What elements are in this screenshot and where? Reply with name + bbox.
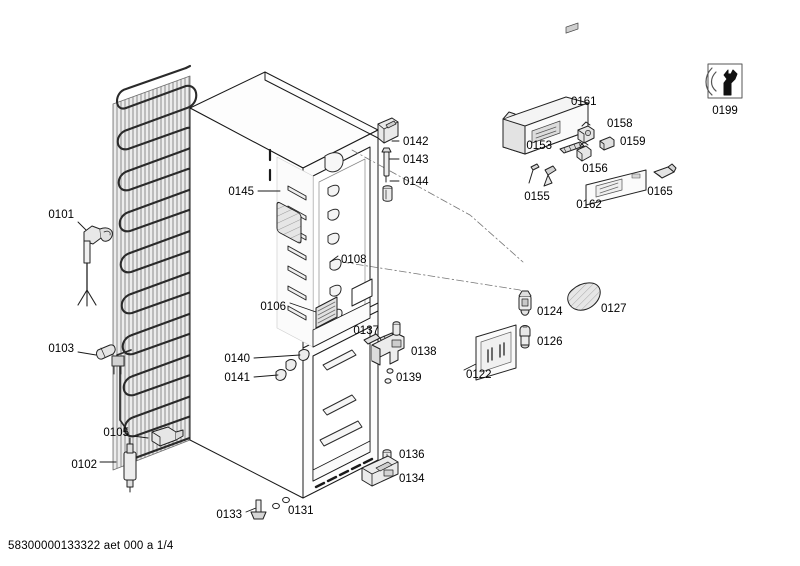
part-0144-shape-top — [382, 185, 393, 202]
part-0124-shape — [518, 290, 532, 316]
part-0143-shape — [381, 147, 392, 183]
assembly-axis — [341, 149, 526, 300]
part-0105-shape — [151, 426, 184, 447]
part-0133-shape — [250, 499, 267, 520]
sheet-footer-text: 58300000133322 aet 000 a 1/4 — [8, 540, 174, 552]
callout-label-0133: 0133 — [216, 509, 242, 521]
callout-label-0136: 0136 — [399, 449, 425, 461]
callout-label-0137: 0137 — [353, 325, 379, 337]
part-0161-shape — [502, 22, 589, 155]
callout-label-0162: 0162 — [576, 199, 602, 211]
callout-labels: 0101 0102 0103 0105 0106 0108 0122 0124 … — [48, 96, 737, 521]
part-0134-shape — [361, 455, 399, 487]
callout-label-0165: 0165 — [647, 186, 673, 198]
part-0159-shape — [599, 136, 615, 151]
part-0102-shape — [123, 437, 137, 493]
callout-label-0141: 0141 — [224, 372, 250, 384]
part-0106-shape — [315, 278, 373, 329]
callout-label-0102: 0102 — [71, 459, 97, 471]
callout-label-0199: 0199 — [712, 105, 738, 117]
callout-label-0124: 0124 — [537, 306, 563, 318]
callout-label-0139: 0139 — [396, 372, 422, 384]
callout-label-0145: 0145 — [228, 186, 254, 198]
part-0165-shape — [653, 163, 677, 179]
part-0158-shape — [577, 121, 595, 144]
callout-label-0127: 0127 — [601, 303, 627, 315]
callout-label-0142: 0142 — [403, 136, 429, 148]
part-0145-shape — [276, 201, 302, 244]
part-0144-shape-mid — [392, 321, 401, 336]
callout-label-0143: 0143 — [403, 154, 429, 166]
part-0126-shape — [519, 325, 531, 349]
part-0156-shape — [576, 141, 592, 162]
part-0140-0141-shapes — [275, 349, 310, 381]
callout-label-0105: 0105 — [103, 427, 129, 439]
callout-label-0126: 0126 — [537, 336, 563, 348]
callout-label-0144: 0144 — [403, 176, 429, 188]
callout-label-0161: 0161 — [571, 96, 597, 108]
callout-label-0134: 0134 — [399, 473, 425, 485]
part-0139-shape — [384, 368, 394, 384]
callout-label-0155: 0155 — [524, 191, 550, 203]
callout-label-0122: 0122 — [466, 369, 492, 381]
callout-label-0140: 0140 — [224, 353, 250, 365]
part-0101-shape — [77, 225, 113, 307]
callout-label-0131: 0131 — [288, 505, 314, 517]
part-0142-shape — [377, 117, 399, 144]
part-0155-shape — [528, 163, 557, 187]
callout-label-0103: 0103 — [48, 343, 74, 355]
callout-label-0156: 0156 — [582, 163, 608, 175]
part-0122-shape — [475, 324, 517, 381]
condenser-outlet-tube — [111, 349, 132, 431]
part-0103-shape — [96, 344, 116, 360]
callout-label-0106: 0106 — [260, 301, 286, 313]
callout-label-0158: 0158 — [607, 118, 633, 130]
part-0131-shape — [272, 496, 290, 510]
callout-label-0101: 0101 — [48, 209, 74, 221]
leader-lines — [77, 140, 485, 513]
callout-label-0153: 0153 — [526, 140, 552, 152]
callout-label-0159: 0159 — [620, 136, 646, 148]
callout-label-0108: 0108 — [341, 254, 367, 266]
part-0153-shape — [559, 141, 585, 154]
part-0162-shape — [585, 169, 647, 206]
part-0199-shape — [705, 63, 743, 99]
callout-label-0138: 0138 — [411, 346, 437, 358]
part-0127-shape — [567, 282, 601, 311]
cabinet-body — [189, 71, 379, 499]
